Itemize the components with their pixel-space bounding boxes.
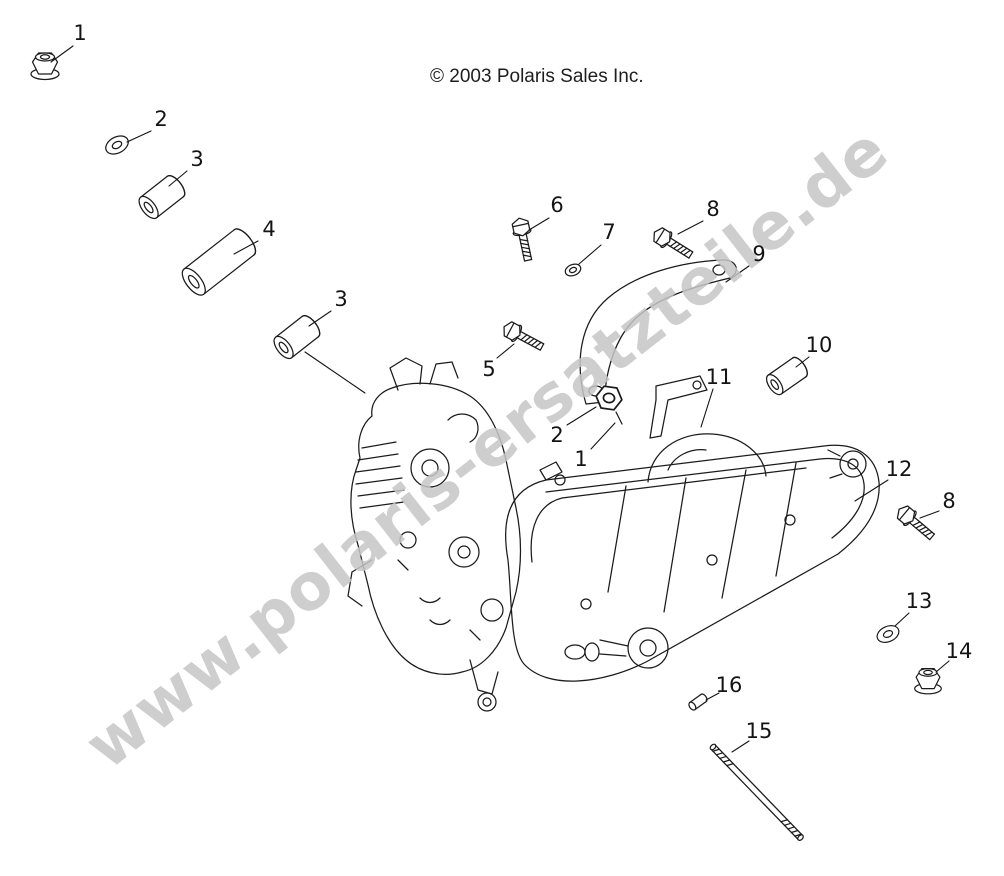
bolt-part-6 [509,215,538,263]
pin-part-16 [688,693,708,711]
bushing-part-4 [177,224,261,300]
callout-1: 1 [574,447,588,471]
callout-3: 3 [190,147,204,171]
callout-12: 12 [885,457,913,481]
callout-3: 3 [334,287,348,311]
nut-part-2-center [595,385,623,411]
stud-hint-part-1-center [615,411,623,425]
callout-9: 9 [752,242,766,266]
callout-8: 8 [942,489,956,513]
fan-shroud [647,433,767,483]
callout-14: 14 [945,639,973,663]
support-bracket [649,375,708,439]
washer-part-13 [873,621,903,647]
bolt-part-8a [648,223,697,264]
callout-13: 13 [905,589,933,613]
callout-7: 7 [602,220,616,244]
washer-part-2 [102,131,132,159]
callout-16: 16 [715,673,743,697]
bushing-part-3b [269,311,324,363]
callout-11: 11 [705,365,733,389]
engine-crankcase [347,357,522,712]
line-art-layer [30,45,950,841]
bushing-part-3 [134,171,189,223]
callout-2: 2 [154,107,168,131]
callout-leader-lines [50,45,950,753]
callout-15: 15 [745,719,773,743]
callout-8: 8 [706,197,720,221]
stud-part-15 [709,743,804,841]
callout-5: 5 [482,357,496,381]
cvt-cover [505,444,880,682]
callout-6: 6 [550,193,564,217]
callout-2: 2 [550,423,564,447]
callout-10: 10 [805,333,833,357]
callout-4: 4 [262,217,276,241]
nut-part-1 [30,52,60,81]
callout-1: 1 [73,21,87,45]
nut-part-14 [914,668,942,695]
copyright-notice: © 2003 Polaris Sales Inc. [430,66,644,87]
bolt-part-8b [892,501,939,545]
washer-part-7 [564,263,582,277]
